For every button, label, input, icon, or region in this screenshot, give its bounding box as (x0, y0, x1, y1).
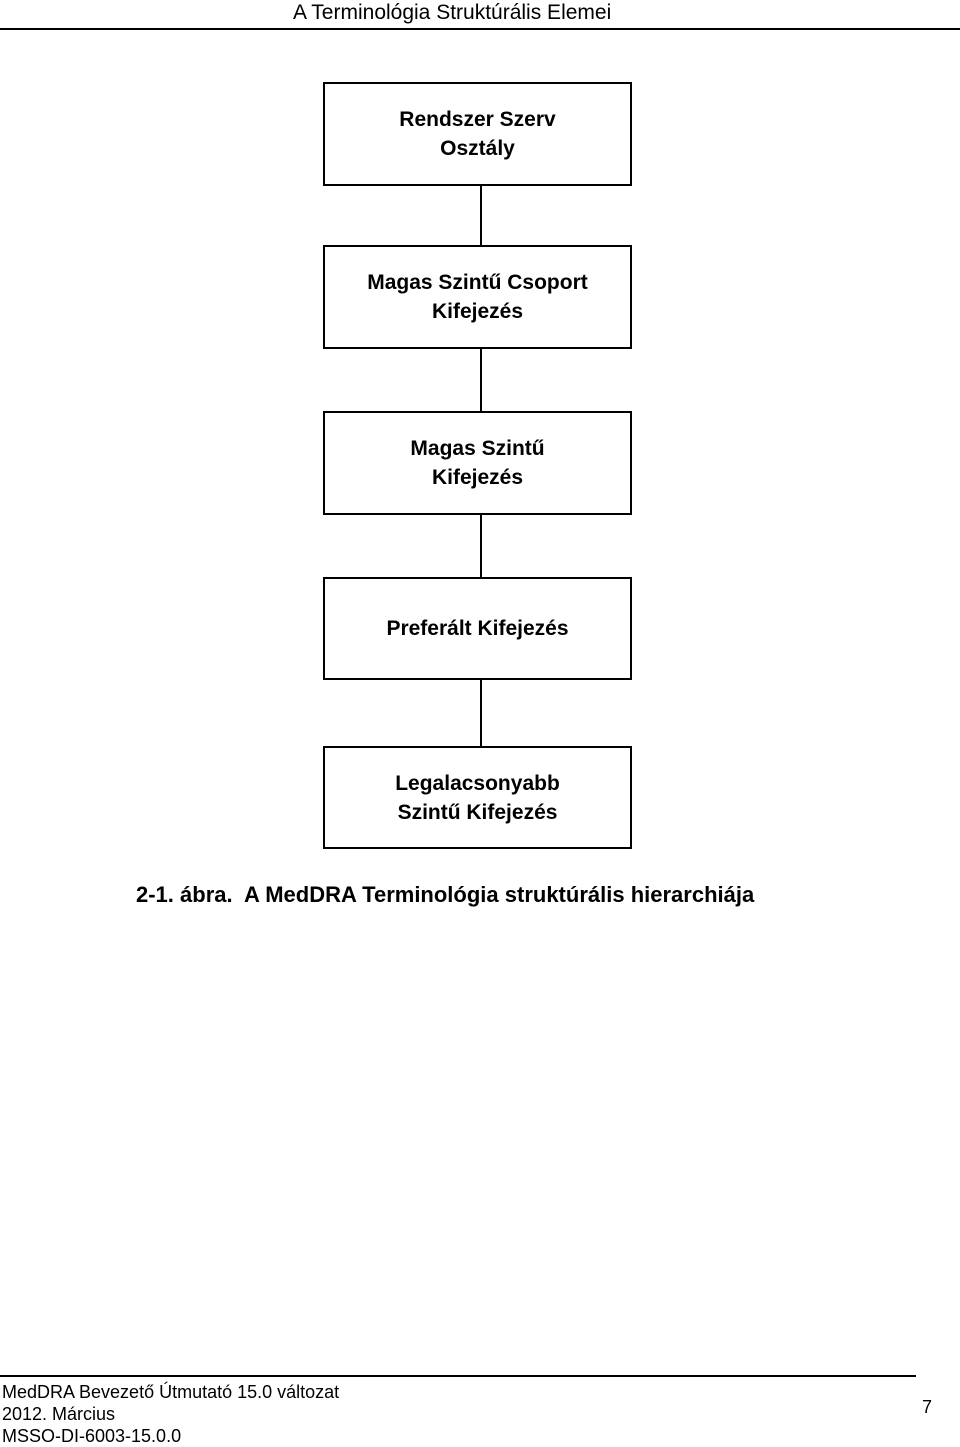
footer-document-title: MedDRA Bevezető Útmutató 15.0 változat (2, 1382, 340, 1402)
box-label: Magas Szintű Kifejezés (410, 437, 545, 489)
page-number: 7 (922, 1397, 933, 1417)
box-lowest-level-term: Legalacsonyabb Szintű Kifejezés (323, 746, 632, 849)
box-high-level-term: Magas Szintű Kifejezés (323, 411, 632, 515)
page-header: A Terminológia Struktúrális Elemei (0, 0, 960, 30)
box-label: Preferált Kifejezés (386, 617, 569, 640)
box-system-organ-class: Rendszer Szerv Osztály (323, 82, 632, 186)
footer-date: 2012. Március (2, 1404, 116, 1424)
page-header-title: A Terminológia Struktúrális Elemei (293, 1, 612, 24)
footer-document-id: MSSO-DI-6003-15.0.0 (2, 1426, 182, 1446)
box-label: Rendszer Szerv Osztály (399, 108, 556, 160)
box-label: Magas Szintű Csoport Kifejezés (367, 271, 588, 323)
box-high-level-group-term: Magas Szintű Csoport Kifejezés (323, 245, 632, 349)
box-preferred-term: Preferált Kifejezés (323, 577, 632, 680)
box-label: Legalacsonyabb Szintű Kifejezés (395, 771, 560, 824)
footer-divider (0, 1375, 916, 1377)
figure-caption: 2-1. ábra. A MedDRA Terminológia struktú… (136, 882, 755, 907)
hierarchy-diagram: Rendszer Szerv Osztály Magas Szintű Csop… (323, 82, 632, 849)
